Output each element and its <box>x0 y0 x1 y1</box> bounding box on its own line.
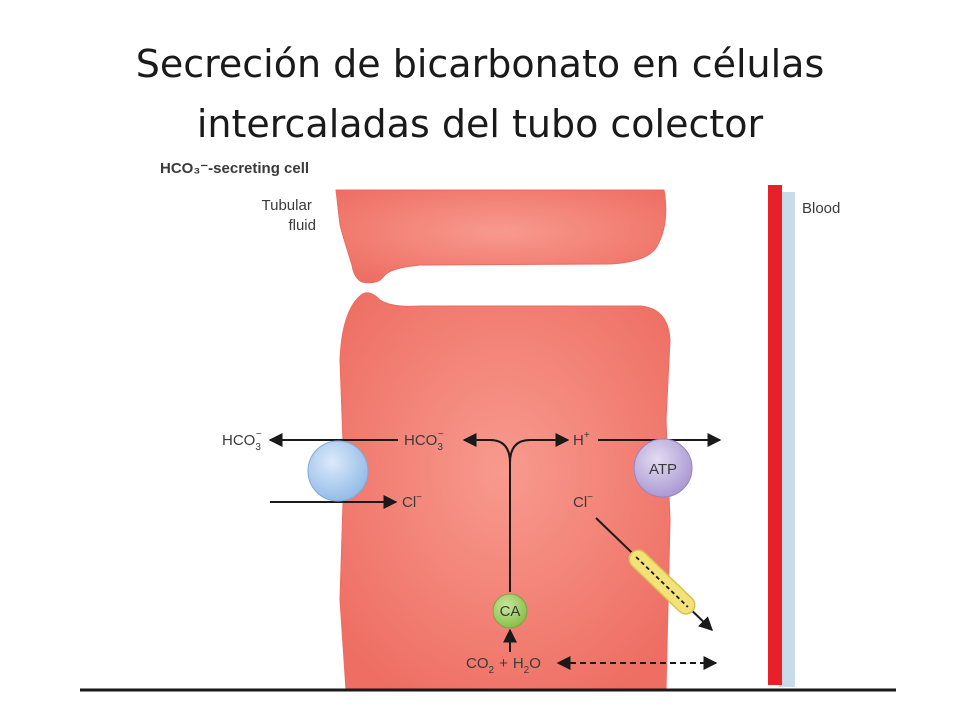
h-plus-label: H+ <box>573 430 590 449</box>
h2o-text: H <box>513 655 524 672</box>
tubular-fluid-line-1: Tubular <box>262 197 312 214</box>
arrow-junction-to-h <box>509 433 570 464</box>
hco3-lumen-text: HCO <box>222 432 255 449</box>
title-line-2: intercaladas del tubo colector <box>196 102 764 146</box>
hco3-cell-text: HCO <box>404 432 437 449</box>
atp-label: ATP <box>649 461 677 478</box>
intercalated-cell-body <box>339 292 671 691</box>
tubular-fluid-label: Tubular fluid <box>262 197 316 234</box>
h-plus-text: H <box>573 432 584 449</box>
chloride-channel <box>628 549 696 615</box>
co2-text: CO <box>466 655 489 672</box>
cl-hco3-exchanger <box>307 440 369 502</box>
ca-label: CA <box>500 603 521 620</box>
h-atpase-pump <box>633 438 693 498</box>
cl-basolateral-label: Cl− <box>573 492 593 511</box>
plus-text: + <box>499 655 508 672</box>
cell-type-label: HCO₃⁻-secreting cell <box>160 160 309 177</box>
title-line-1: Secreción de bicarbonato en células <box>135 42 825 86</box>
h2o-tail-text: O <box>529 655 541 672</box>
cl-basolateral-text: Cl <box>573 494 587 511</box>
blood-vessel <box>768 185 782 685</box>
cl-apical-label: Cl− <box>402 492 422 511</box>
cl-apical-text: Cl <box>402 494 416 511</box>
slide-title: Secreción de bicarbonato en células inte… <box>0 34 960 154</box>
blood-label: Blood <box>802 200 840 217</box>
carbonic-anhydrase <box>492 593 528 629</box>
co2-h2o-label: CO2+H2O <box>466 655 541 676</box>
upper-neighbor-cell <box>335 189 667 284</box>
hco3-cell-label: HCO3− <box>404 429 444 453</box>
blood-vessel-shadow <box>779 192 795 687</box>
tubular-fluid-line-2: fluid <box>288 217 316 234</box>
hco3-lumen-label: HCO3− <box>222 429 262 453</box>
